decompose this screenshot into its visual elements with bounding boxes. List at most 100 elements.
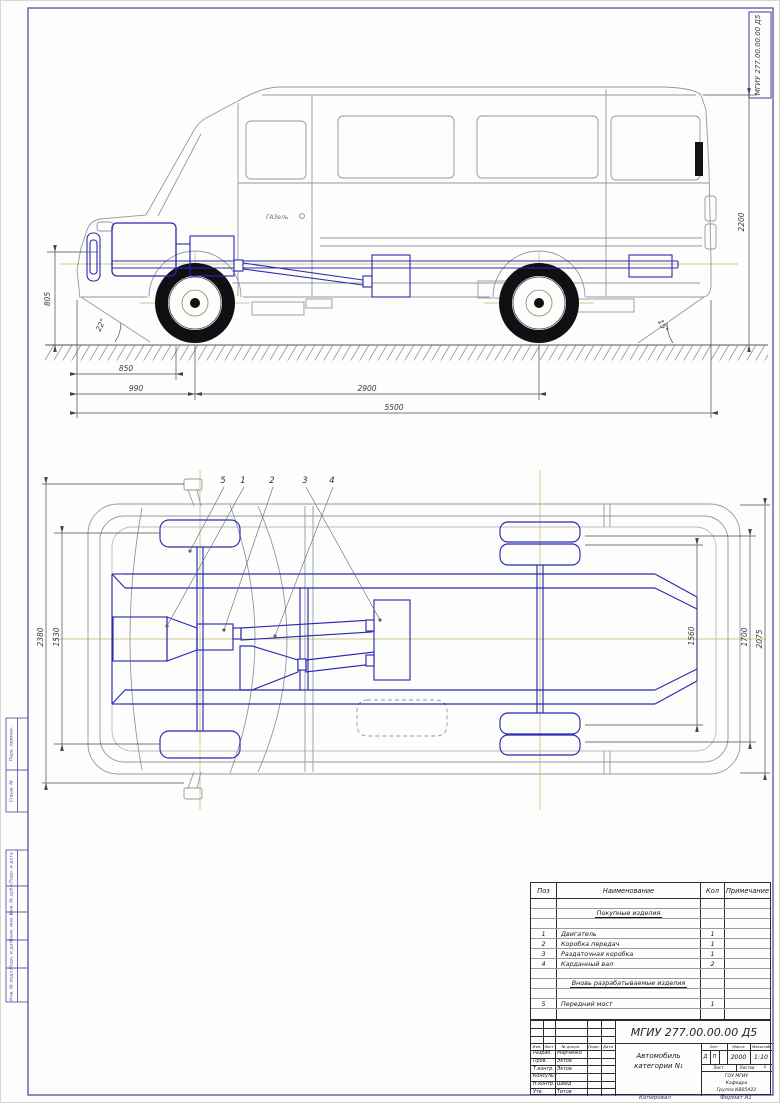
name-tkontr: Эктов <box>557 1066 572 1072</box>
rear-wheel <box>499 263 579 343</box>
dim-2075: 2075 <box>755 629 764 648</box>
org-line-3: Группа КВ05А22 <box>716 1088 757 1093</box>
callout-2: 2 <box>269 476 274 486</box>
mirror-bottom <box>183 787 203 800</box>
headlight <box>96 221 114 232</box>
margin-label-7: Инв. № подл. <box>9 969 15 1001</box>
col-list: Лист <box>544 1044 554 1049</box>
wheel-front-top <box>159 519 241 548</box>
name-nkontr: Швед <box>557 1081 572 1087</box>
rear-axle-unit-side <box>628 254 673 278</box>
footer-copied: Копировал <box>639 1095 671 1101</box>
tail-light-1 <box>704 195 717 222</box>
brand-badge-text: ГАЗель <box>266 214 289 221</box>
scale-value: 1:10 <box>754 1053 768 1061</box>
parts-table-header: Поз Наименование Кол Примечание <box>531 883 770 899</box>
top-view: 5 1 2 3 4 2380 1530 1560 1700 2075 <box>36 470 770 810</box>
dim-2200: 2200 <box>737 212 746 231</box>
van-body <box>76 86 717 344</box>
margin-label-2: Справ. № <box>9 780 15 803</box>
wheel-rear-top-inner <box>499 543 581 566</box>
role-razrab: Разраб. <box>533 1051 552 1057</box>
rear-door-handle <box>695 142 703 176</box>
top-dimensions <box>42 477 770 790</box>
col-header-pos: Поз <box>531 883 557 898</box>
front-diff <box>239 645 299 691</box>
table-row: 3 Раздаточная коробка 1 <box>531 949 770 959</box>
name-razrab: Марченко <box>557 1051 582 1057</box>
sheets-value: 1 <box>763 1065 767 1070</box>
wheel-rear-bottom-inner <box>499 712 581 735</box>
transfer-case-side <box>371 254 411 298</box>
code-stamp-text: МГИУ 277.00.00.00 Д5 <box>754 14 762 95</box>
lit-value-2: П <box>712 1054 717 1060</box>
side-window-2 <box>476 115 599 179</box>
col-podp: Подп. <box>588 1044 600 1049</box>
callout-4: 4 <box>329 476 334 486</box>
underbody-box-1 <box>251 301 305 316</box>
dim-990: 990 <box>129 384 144 393</box>
side-view: ГАЗель <box>43 86 768 418</box>
side-chassis <box>86 222 679 298</box>
title-block-code: МГИУ 277.00.00.00 Д5 <box>630 1025 758 1039</box>
brand-badge: ГАЗель <box>266 213 305 221</box>
margin-label-texts: Перв. примен. Справ. № Подп. и дата Инв.… <box>9 727 15 1001</box>
dim-1560: 1560 <box>687 626 696 645</box>
ground <box>45 344 768 361</box>
col-header-note: Примечание <box>725 886 770 895</box>
door-window <box>245 120 307 180</box>
lit-value-1: Д <box>703 1054 708 1060</box>
margin-labels <box>5 717 29 1003</box>
role-prov: Пров. <box>533 1058 547 1064</box>
callout-1: 1 <box>240 476 245 486</box>
margin-label-3: Подп. и дата <box>9 852 15 883</box>
margin-label-5: Взам. инв. № <box>9 910 15 941</box>
front-wheel <box>155 263 235 343</box>
u-joint-2 <box>362 275 373 288</box>
callout-3: 3 <box>302 476 307 486</box>
top-dimension-texts: 2380 1530 1560 1700 2075 <box>36 626 764 648</box>
dim-1700: 1700 <box>740 627 749 646</box>
van-top-body <box>87 478 741 800</box>
mirror-top <box>183 478 203 491</box>
doc-title-line2: категории N₁ <box>634 1062 683 1070</box>
code-stamp: МГИУ 277.00.00.00 Д5 <box>748 11 772 99</box>
section-title: Покупные изделия <box>594 909 663 918</box>
callout-5: 5 <box>220 476 225 486</box>
table-row: 2 Коробка передач 1 <box>531 939 770 949</box>
section-title: Вновь разрабатываемые изделия <box>569 979 688 988</box>
dim-2900: 2900 <box>357 384 376 393</box>
driveshaft-upper <box>240 619 373 641</box>
name-konsult <box>555 1073 589 1081</box>
role-tkontr: Т.контр. <box>533 1066 554 1072</box>
dim-2380: 2380 <box>36 627 45 646</box>
table-row: 1 Двигатель 1 <box>531 929 770 939</box>
role-nkontr: Н.контр. <box>533 1081 555 1087</box>
wheel-rear-top-outer <box>499 521 581 543</box>
spare-wheel <box>356 699 448 737</box>
tail-light-2 <box>704 223 717 250</box>
col-izm: Изм. <box>532 1044 542 1049</box>
wheel-front-bottom <box>159 730 241 759</box>
scale-label: Масштаб <box>751 1044 771 1049</box>
side-dimensions <box>47 88 757 418</box>
org-line-1: ГОУ МГИУ <box>724 1074 749 1079</box>
doc-title-line1: Автомобиль <box>636 1052 681 1060</box>
parts-list-table: Поз Наименование Кол Примечание Покупные… <box>530 882 771 1020</box>
u-joint-1 <box>233 259 244 272</box>
lit-label: Лит. <box>709 1044 719 1049</box>
front-grille <box>86 232 101 282</box>
col-header-name: Наименование <box>557 883 701 898</box>
sheets-label: Листов <box>739 1065 755 1070</box>
dim-850: 850 <box>119 364 134 373</box>
top-chassis <box>111 519 698 759</box>
wheel-rear-bottom-outer <box>499 734 581 756</box>
table-row: 4 Карданный вал 2 <box>531 959 770 969</box>
section-purchased: Покупные изделия <box>531 909 770 919</box>
dim-1530: 1530 <box>52 627 61 646</box>
underbody-box-2 <box>305 298 333 309</box>
margin-label-1: Перв. примен. <box>9 727 15 762</box>
role-konsult: Консульт. <box>533 1074 557 1080</box>
